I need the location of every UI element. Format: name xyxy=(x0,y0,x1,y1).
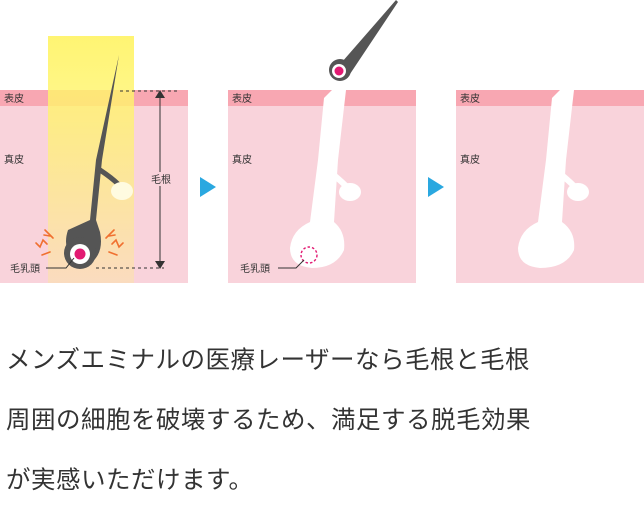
epidermis-layer xyxy=(228,90,416,106)
next-step-arrow-icon xyxy=(428,177,444,197)
papilla-leader-line xyxy=(46,257,75,269)
sebaceous-gland xyxy=(97,167,121,187)
root-label: 毛根 xyxy=(151,173,171,186)
description-text: メンズエミナルの医療レーザーなら毛根と毛根 周囲の細胞を破壊するため、満足する脱… xyxy=(6,330,642,510)
dermis-label: 真皮 xyxy=(460,153,480,166)
papilla-leader-line xyxy=(278,259,305,269)
heat-burst-right-icon xyxy=(105,229,124,256)
description-line-2: 周囲の細胞を破壊するため、満足する脱毛効果 xyxy=(6,405,531,434)
root-arrow-bottom xyxy=(155,261,165,269)
root-arrow-top xyxy=(155,90,165,98)
sebaceous-gland-bulb xyxy=(567,183,589,201)
destroyed-papilla-outline xyxy=(300,246,318,264)
epidermis-label: 表皮 xyxy=(4,92,24,105)
epidermis-layer xyxy=(456,90,644,106)
empty-follicle xyxy=(518,90,575,268)
dermis-label: 真皮 xyxy=(232,153,252,166)
dermis-label: 真皮 xyxy=(4,153,24,166)
heat-burst-left-icon xyxy=(35,229,54,256)
next-step-arrow-icon xyxy=(200,177,216,197)
sebaceous-gland-bulb xyxy=(111,182,133,200)
panel-after-treatment: 表皮 真皮 xyxy=(456,90,644,283)
panel-hair-removed: 表皮 真皮 毛乳頭 xyxy=(228,0,416,283)
epidermis-label: 表皮 xyxy=(460,92,480,105)
dermal-papilla xyxy=(74,248,86,260)
papilla-label: 毛乳頭 xyxy=(10,262,40,275)
description-line-1: メンズエミナルの医療レーザーなら毛根と毛根 xyxy=(6,345,531,374)
hair-removal-diagram: 毛根 表皮 真皮 毛乳頭 表皮 真皮 毛乳頭 表皮 xyxy=(0,0,644,283)
epidermis-label: 表皮 xyxy=(232,92,252,105)
root-label-bg xyxy=(150,172,172,186)
description-line-3: が実感いただけます。 xyxy=(6,465,254,494)
removed-hair-strand xyxy=(331,0,398,78)
removed-papilla xyxy=(334,66,344,76)
papilla-label: 毛乳頭 xyxy=(240,262,270,275)
panel-before-laser: 毛根 表皮 真皮 毛乳頭 xyxy=(0,36,188,283)
sebaceous-gland-bulb xyxy=(339,183,361,201)
empty-follicle xyxy=(290,90,346,268)
